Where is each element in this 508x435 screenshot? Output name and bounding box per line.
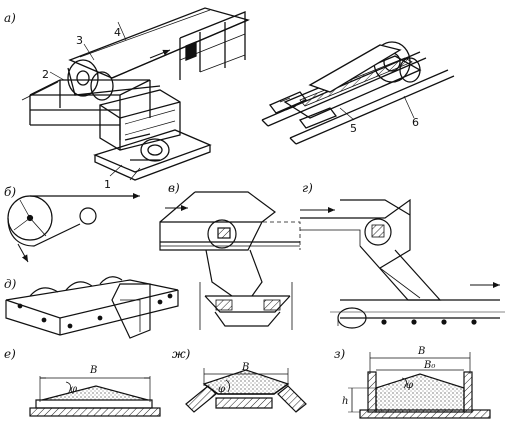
dimension-e-angle: φ [70, 384, 77, 395]
panel-zh-troughed-section [185, 368, 307, 413]
panel-v-tripper [159, 191, 301, 330]
panel-z-sideboard-section [348, 352, 491, 419]
dimension-z-angle: φ [406, 380, 413, 391]
callout-4: 4 [114, 26, 121, 39]
dimension-z-height: h [342, 396, 348, 407]
loop-lower-arrow [17, 243, 29, 263]
dimension-zh-width: B [241, 362, 249, 373]
panel-label-d: д) [4, 277, 17, 291]
panel-a-drive-station [21, 7, 250, 181]
belt-direction-arrow [149, 49, 171, 59]
panel-label-g: г) [302, 181, 313, 195]
panel-label-z: з) [334, 347, 346, 361]
dimension-e-width: B [89, 365, 97, 376]
panel-label-b: б) [4, 185, 16, 199]
panel-e-flat-section [29, 376, 161, 417]
panel-b-belt-loop [7, 195, 138, 247]
panel-g-transfer [300, 198, 505, 329]
panel-a-tension-station [261, 41, 455, 145]
callout-2: 2 [42, 68, 49, 81]
panel-label-e: е) [4, 347, 16, 361]
dimension-zh-angle: φ [218, 384, 225, 395]
dimension-z-width: B [417, 346, 425, 357]
panel-label-zh: ж) [172, 347, 191, 361]
panel-label-a: а) [4, 11, 16, 25]
callout-3: 3 [76, 34, 83, 47]
callout-6: 6 [412, 116, 419, 129]
panel-d-slat-conveyor [5, 276, 179, 339]
panel-label-v: в) [168, 181, 180, 195]
dimension-z-inner-width: B₀ [423, 360, 435, 371]
callout-1: 1 [104, 178, 111, 191]
callout-5: 5 [350, 122, 357, 135]
